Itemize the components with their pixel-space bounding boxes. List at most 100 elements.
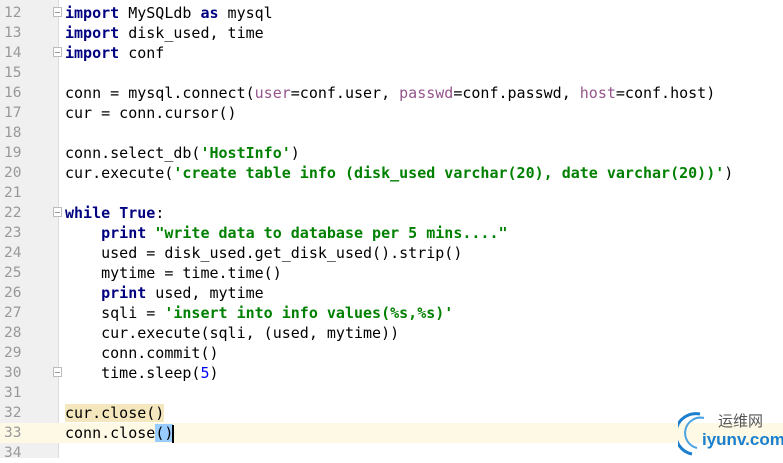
code-line[interactable]: 18 — [0, 123, 783, 143]
code-token: used, mytime — [146, 284, 264, 302]
code-token: host — [579, 84, 616, 102]
code-token: =conf.host) — [615, 84, 716, 102]
line-number: 23 — [4, 225, 22, 241]
line-number: 16 — [4, 85, 22, 101]
code-token: conn.commit() — [65, 344, 219, 362]
code-line[interactable]: 19 conn.select_db('HostInfo') — [0, 143, 783, 163]
code-line[interactable]: 23 print "write data to database per 5 m… — [0, 223, 783, 243]
line-number: 20 — [4, 165, 22, 181]
code-token — [65, 224, 101, 242]
code-line[interactable]: 34 — [0, 443, 783, 463]
line-number: 19 — [4, 145, 22, 161]
line-number: 25 — [4, 265, 22, 281]
code-line[interactable]: 24 used = disk_used.get_disk_used().stri… — [0, 243, 783, 263]
code-token: import — [65, 24, 120, 42]
code-token: conn.close — [65, 424, 156, 442]
line-number: 13 — [4, 25, 22, 41]
fold-toggle-icon[interactable] — [53, 47, 62, 57]
code-line[interactable]: 14 import conf — [0, 43, 783, 63]
line-number: 33 — [4, 425, 22, 441]
line-number: 30 — [4, 365, 22, 381]
code-text: time.sleep(5) — [65, 363, 219, 383]
code-text: sqli = 'insert into info values(%s,%s)' — [65, 303, 453, 323]
code-text: used = disk_used.get_disk_used().strip() — [65, 243, 462, 263]
code-token: =conf.passwd, — [453, 84, 580, 102]
code-token: ) — [209, 364, 219, 382]
code-token: print — [101, 284, 147, 302]
code-line[interactable]: 27 sqli = 'insert into info values(%s,%s… — [0, 303, 783, 323]
code-line[interactable]: 25 mytime = time.time() — [0, 263, 783, 283]
watermark-logo: 运维网 iyunv.com — [678, 408, 783, 458]
code-line[interactable]: 31 — [0, 383, 783, 403]
code-line[interactable]: 13 import disk_used, time — [0, 23, 783, 43]
fold-toggle-icon[interactable] — [53, 207, 62, 217]
code-token: 'insert into info values(%s,%s)' — [164, 304, 454, 322]
code-editor[interactable]: 12 import MySQLdb as mysql 13 import disk_u… — [0, 3, 783, 463]
code-text: conn.commit() — [65, 343, 219, 363]
code-token: mysql — [218, 4, 273, 22]
code-token: time.sleep( — [65, 364, 201, 382]
code-token: as — [200, 4, 219, 22]
line-number: 28 — [4, 325, 22, 341]
line-number: 24 — [4, 245, 22, 261]
code-line[interactable]: 26 print used, mytime — [0, 283, 783, 303]
line-number-gutter — [0, 0, 59, 458]
swoosh-icon — [678, 412, 705, 456]
code-text: cur = conn.cursor() — [65, 103, 237, 123]
code-token: "write data to database per 5 mins...." — [155, 224, 508, 242]
code-token: import — [65, 4, 120, 22]
watermark-en: iyunv.com — [702, 430, 783, 449]
code-token: used = disk_used.get_disk_used().strip() — [65, 244, 463, 262]
fold-toggle-icon[interactable] — [53, 7, 62, 17]
code-line[interactable]: 21 — [0, 183, 783, 203]
fold-toggle-icon[interactable] — [53, 367, 62, 377]
line-number: 17 — [4, 105, 22, 121]
code-token: 5 — [200, 364, 210, 382]
code-token: =conf.user, — [290, 84, 400, 102]
code-token: cur.execute(sqli, (used, mytime)) — [65, 324, 400, 342]
line-number: 34 — [4, 445, 22, 461]
code-line[interactable]: 12 import MySQLdb as mysql — [0, 3, 783, 23]
code-token: : — [155, 204, 165, 222]
code-text: print used, mytime — [65, 283, 264, 303]
line-number: 18 — [4, 125, 22, 141]
line-number: 14 — [4, 45, 22, 61]
code-line[interactable]: 28 cur.execute(sqli, (used, mytime)) — [0, 323, 783, 343]
line-number: 21 — [4, 185, 22, 201]
code-token: ) — [290, 144, 300, 162]
code-text: mytime = time.time() — [65, 263, 282, 283]
line-number: 31 — [4, 385, 22, 401]
code-text: import conf — [65, 43, 164, 63]
code-line[interactable]: 32 cur.close() — [0, 403, 783, 423]
line-number: 26 — [4, 285, 22, 301]
line-number: 32 — [4, 405, 22, 421]
code-token: conn = mysql.connect( — [65, 84, 255, 102]
line-number: 12 — [4, 5, 22, 21]
code-line[interactable]: 30 time.sleep(5) — [0, 363, 783, 383]
line-number: 29 — [4, 345, 22, 361]
code-line[interactable]: 29 conn.commit() — [0, 343, 783, 363]
code-token — [146, 224, 155, 242]
line-number: 22 — [4, 205, 22, 221]
code-token: passwd — [399, 84, 454, 102]
code-line[interactable]: 16 conn = mysql.connect(user=conf.user, p… — [0, 83, 783, 103]
code-token: True — [119, 204, 156, 222]
code-text: conn.select_db('HostInfo') — [65, 143, 300, 163]
code-token: user — [254, 84, 291, 102]
code-token — [65, 284, 101, 302]
code-text: print "write data to database per 5 mins… — [65, 223, 508, 243]
code-token: disk_used, time — [119, 24, 264, 42]
code-text: cur.close() — [65, 403, 165, 423]
code-token: ) — [724, 164, 734, 182]
code-token: conn.select_db( — [65, 144, 201, 162]
code-token: 'HostInfo' — [200, 144, 291, 162]
watermark-cn: 运维网 — [718, 412, 764, 430]
code-line[interactable]: 15 — [0, 63, 783, 83]
code-text: cur.execute(sqli, (used, mytime)) — [65, 323, 399, 343]
code-line[interactable]: 17 cur = conn.cursor() — [0, 103, 783, 123]
code-text: import MySQLdb as mysql — [65, 3, 273, 23]
code-token: import — [65, 44, 120, 62]
